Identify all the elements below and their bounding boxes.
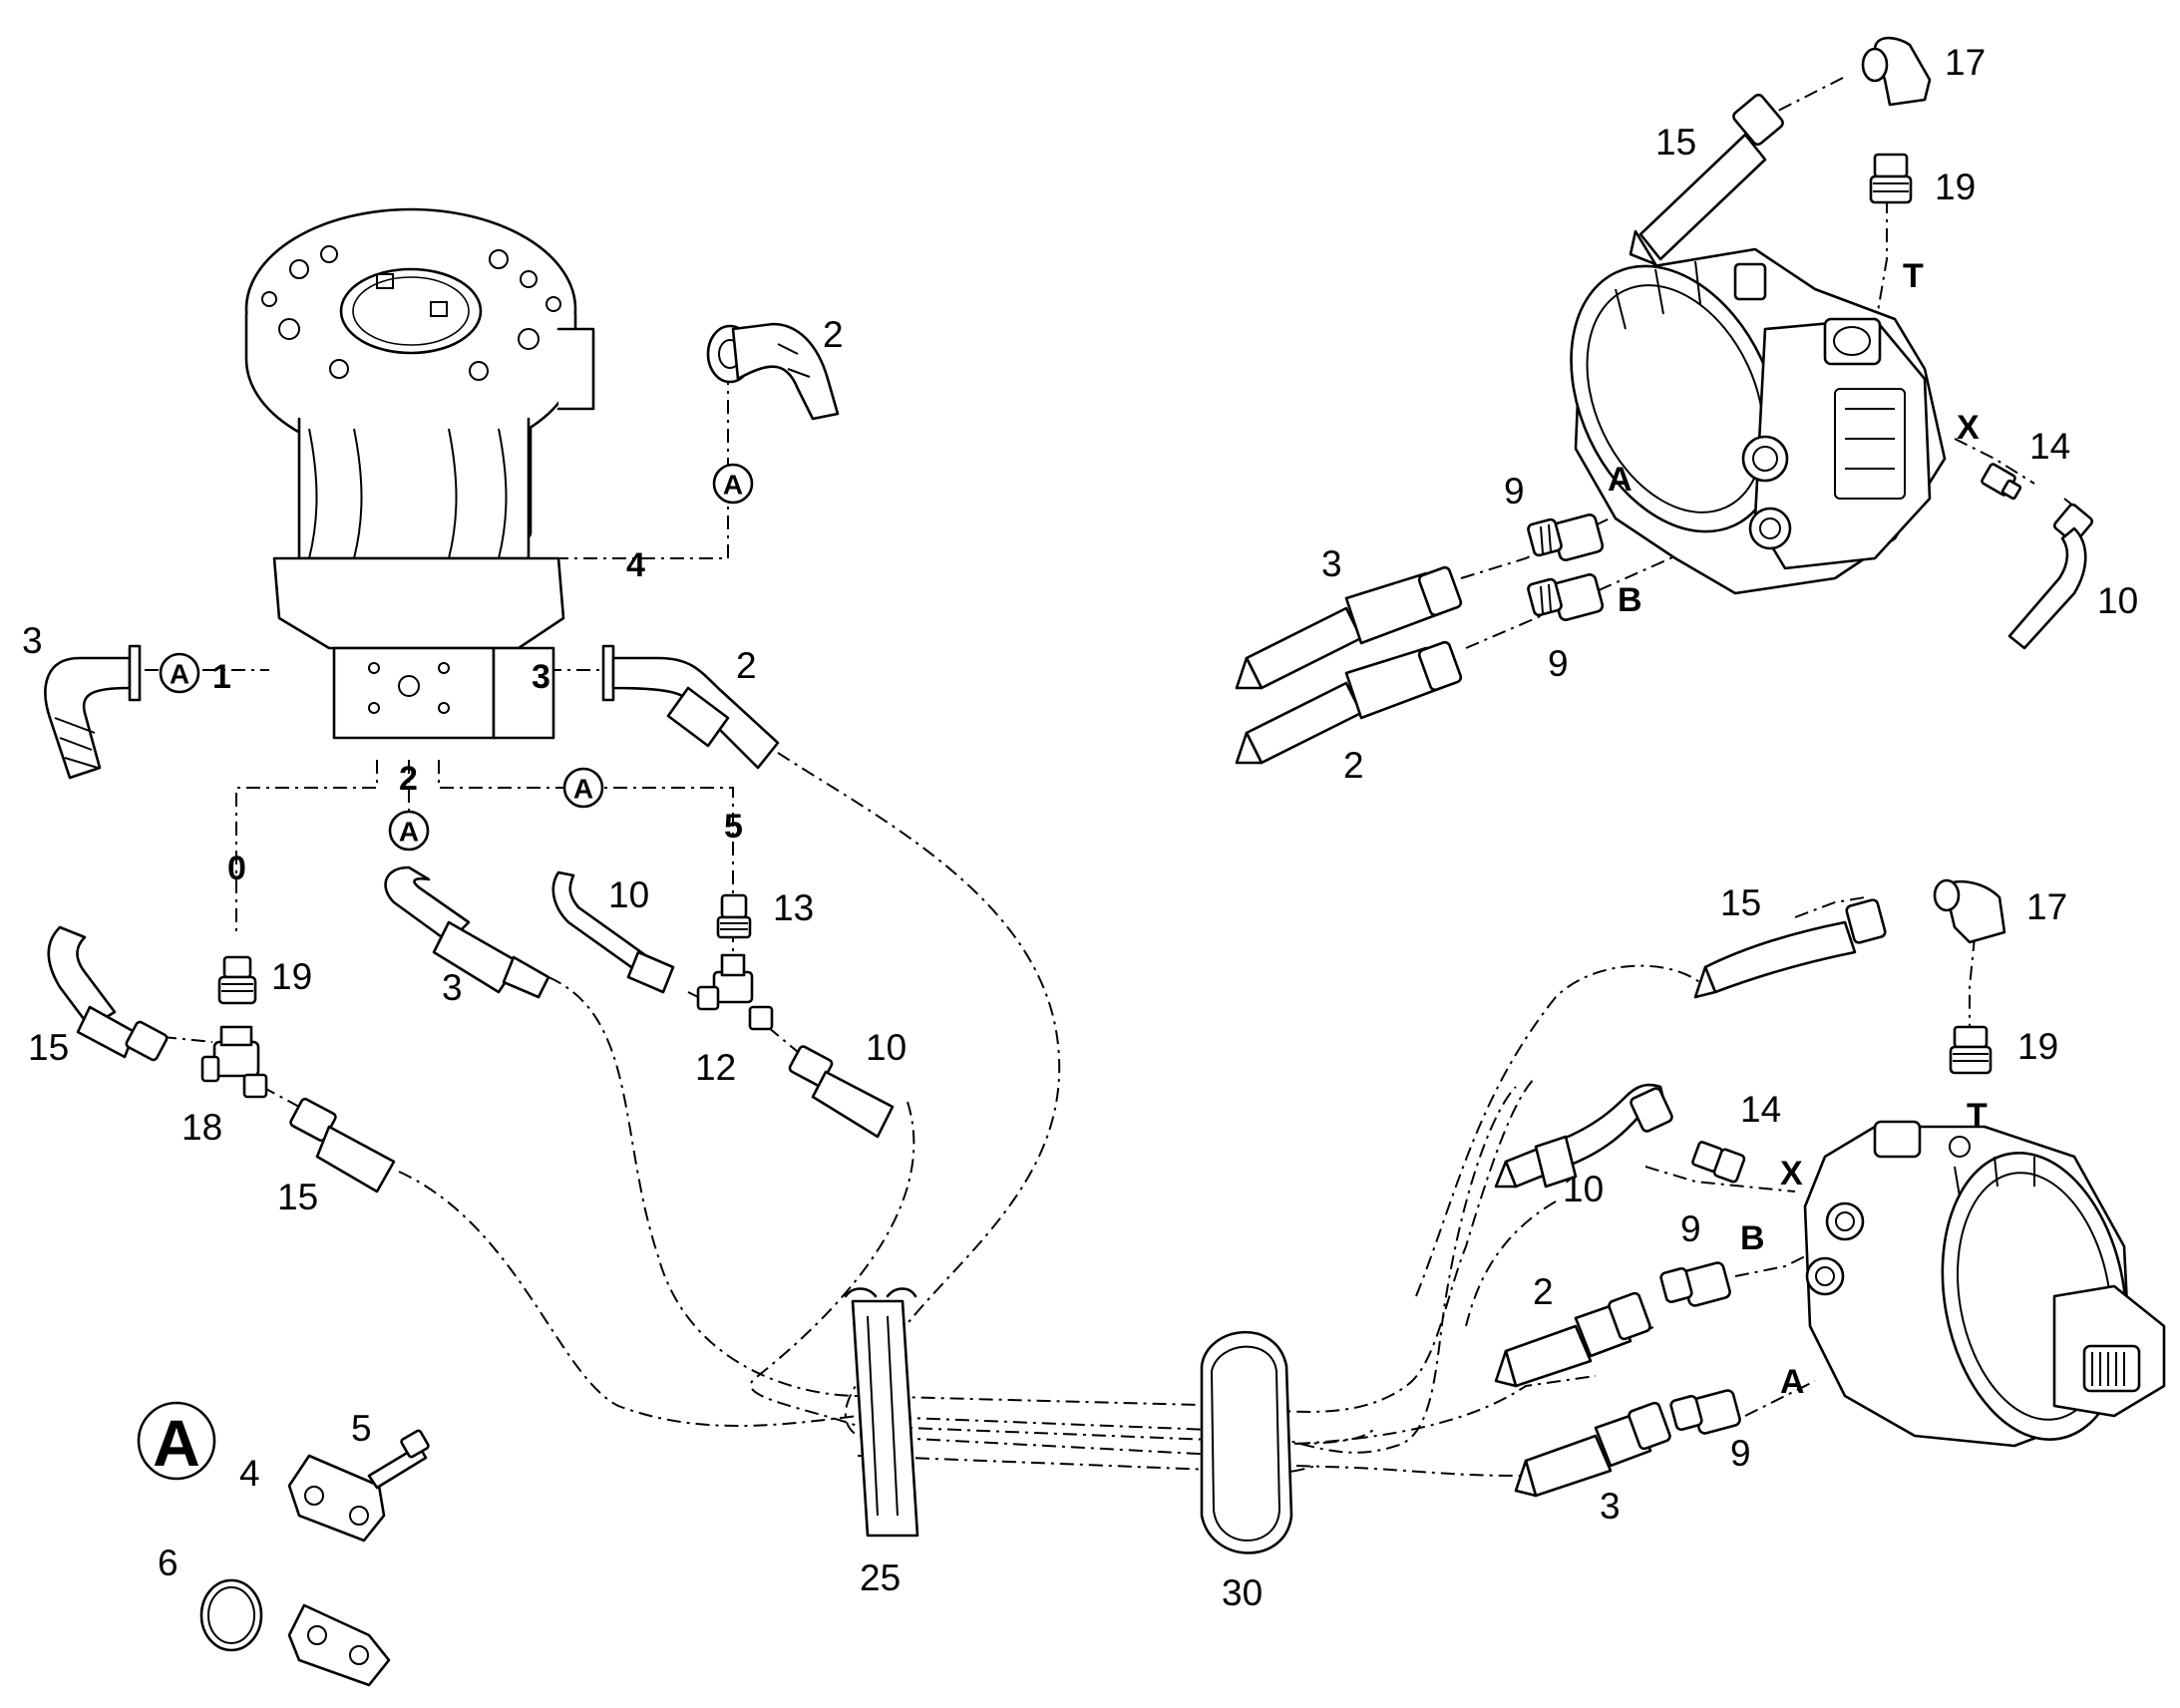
label-top-hose-3: 3 [1321, 543, 1342, 584]
motor-port-4: 4 [626, 546, 645, 584]
label-hose-10-lower: 10 [866, 1027, 907, 1068]
label-bot-hose-15: 15 [1720, 882, 1761, 923]
left-hose-2 [601, 644, 780, 770]
bot-hose-2 [1494, 1291, 1651, 1388]
motor-port-3: 3 [532, 658, 550, 696]
label-top-adapter-9-upper: 9 [1504, 471, 1525, 512]
top-hose-3 [1235, 565, 1463, 690]
label-bot-hose-3: 3 [1600, 1486, 1621, 1527]
top-elbow-17 [1861, 36, 1932, 107]
motor-port-0: 0 [227, 850, 246, 887]
hose-10-upper [551, 870, 675, 994]
left-hose-3 [44, 644, 142, 780]
motor-port-5: 5 [724, 808, 743, 846]
svg-text:A: A [573, 774, 593, 805]
circle-a-marker-lower: A [388, 810, 430, 852]
bot-hose-10 [1494, 1083, 1673, 1189]
bot-adapter-19 [1949, 1025, 1993, 1075]
label-bot-adapter-9-upper: 9 [1680, 1208, 1701, 1249]
clamp-detail-a: A [137, 1401, 430, 1687]
label-hose-15-lower: 15 [277, 1177, 318, 1217]
bot-hose-3 [1514, 1401, 1671, 1498]
bottom-port-x: X [1780, 1155, 1803, 1193]
pump-bottom [1803, 1120, 2166, 1448]
hose-clip-25 [844, 1287, 919, 1537]
circle-a-marker-top: A [712, 463, 754, 505]
bottom-port-a: A [1780, 1363, 1805, 1401]
label-top-hose-2: 2 [1343, 745, 1364, 786]
label-band-30: 30 [1222, 1572, 1263, 1613]
hose-15-lower [289, 1097, 396, 1194]
label-tee-18: 18 [182, 1107, 222, 1148]
label-fitting-13: 13 [773, 887, 814, 928]
label-tee-12: 12 [695, 1047, 736, 1088]
label-top-fitting-14: 14 [2029, 426, 2070, 467]
bottom-port-t: T [1967, 1097, 1988, 1135]
elbow-fitting-2 [706, 322, 840, 421]
motor-port-1: 1 [212, 658, 231, 696]
label-bot-elbow-17: 17 [2026, 886, 2067, 927]
top-adapter-19 [1869, 153, 1913, 204]
label-clip-25: 25 [860, 1557, 901, 1598]
bot-elbow-17 [1933, 878, 2006, 944]
svg-text:A: A [170, 659, 189, 690]
label-top-elbow-17: 17 [1945, 42, 1986, 83]
label-top-adapter-9-lower: 9 [1548, 643, 1569, 684]
tee-fitting-18 [200, 1025, 268, 1099]
label-bot-hose-2: 2 [1533, 1271, 1554, 1312]
top-hose-15 [1629, 93, 1784, 266]
circle-a-marker-mid: A [562, 767, 604, 809]
rotary-motor [244, 207, 595, 740]
strap-band-30 [1200, 1330, 1293, 1554]
label-hose-10-upper: 10 [608, 874, 649, 915]
top-port-b: B [1618, 581, 1642, 619]
svg-text:A: A [723, 470, 743, 501]
hose-10-lower [788, 1045, 895, 1139]
label-bot-hose-10: 10 [1563, 1169, 1604, 1209]
label-top-adapter-19: 19 [1935, 167, 1976, 207]
top-port-a: A [1608, 461, 1633, 499]
svg-text:A: A [399, 817, 419, 848]
circle-a-marker-left: A [159, 652, 200, 694]
label-top-hose-15: 15 [1655, 122, 1696, 163]
motor-port-2: 2 [399, 760, 418, 798]
bot-hose-15 [1693, 898, 1887, 999]
bot-fitting-14 [1691, 1141, 1746, 1184]
detail-a-letter: A [153, 1406, 200, 1480]
label-top-hose-10: 10 [2097, 580, 2138, 621]
label-bot-fitting-14: 14 [1740, 1089, 1781, 1130]
fitting-19-left [217, 955, 257, 1005]
top-fitting-14 [1981, 463, 2022, 501]
tee-fitting-12 [696, 953, 774, 1031]
top-hose-10 [2007, 503, 2094, 650]
top-hose-2 [1235, 640, 1463, 765]
top-adapter-9-upper [1527, 513, 1605, 561]
top-port-t: T [1903, 257, 1924, 295]
pump-top [1570, 247, 1947, 595]
label-left-hose-3: 3 [22, 620, 43, 661]
hose-15-left [47, 925, 169, 1062]
bot-adapter-9-upper [1659, 1261, 1731, 1307]
label-clamp-5: 5 [351, 1408, 372, 1449]
top-port-x: X [1957, 409, 1980, 447]
bottom-port-b: B [1740, 1219, 1765, 1257]
top-adapter-9-lower [1527, 573, 1605, 621]
label-fitting-19-left: 19 [271, 956, 312, 997]
label-hose-3-lower: 3 [442, 967, 463, 1008]
label-oring-6: 6 [158, 1542, 179, 1583]
fitting-13 [716, 893, 752, 939]
label-hose-15-left: 15 [28, 1027, 69, 1068]
label-elbow-2: 2 [823, 314, 844, 355]
label-left-hose-2: 2 [736, 645, 757, 686]
label-clamp-4: 4 [239, 1453, 260, 1494]
label-bot-adapter-19: 19 [2017, 1026, 2058, 1067]
hose-3-lower [384, 865, 550, 999]
label-bot-adapter-9-lower: 9 [1730, 1433, 1751, 1474]
bot-adapter-9-lower [1669, 1389, 1741, 1435]
